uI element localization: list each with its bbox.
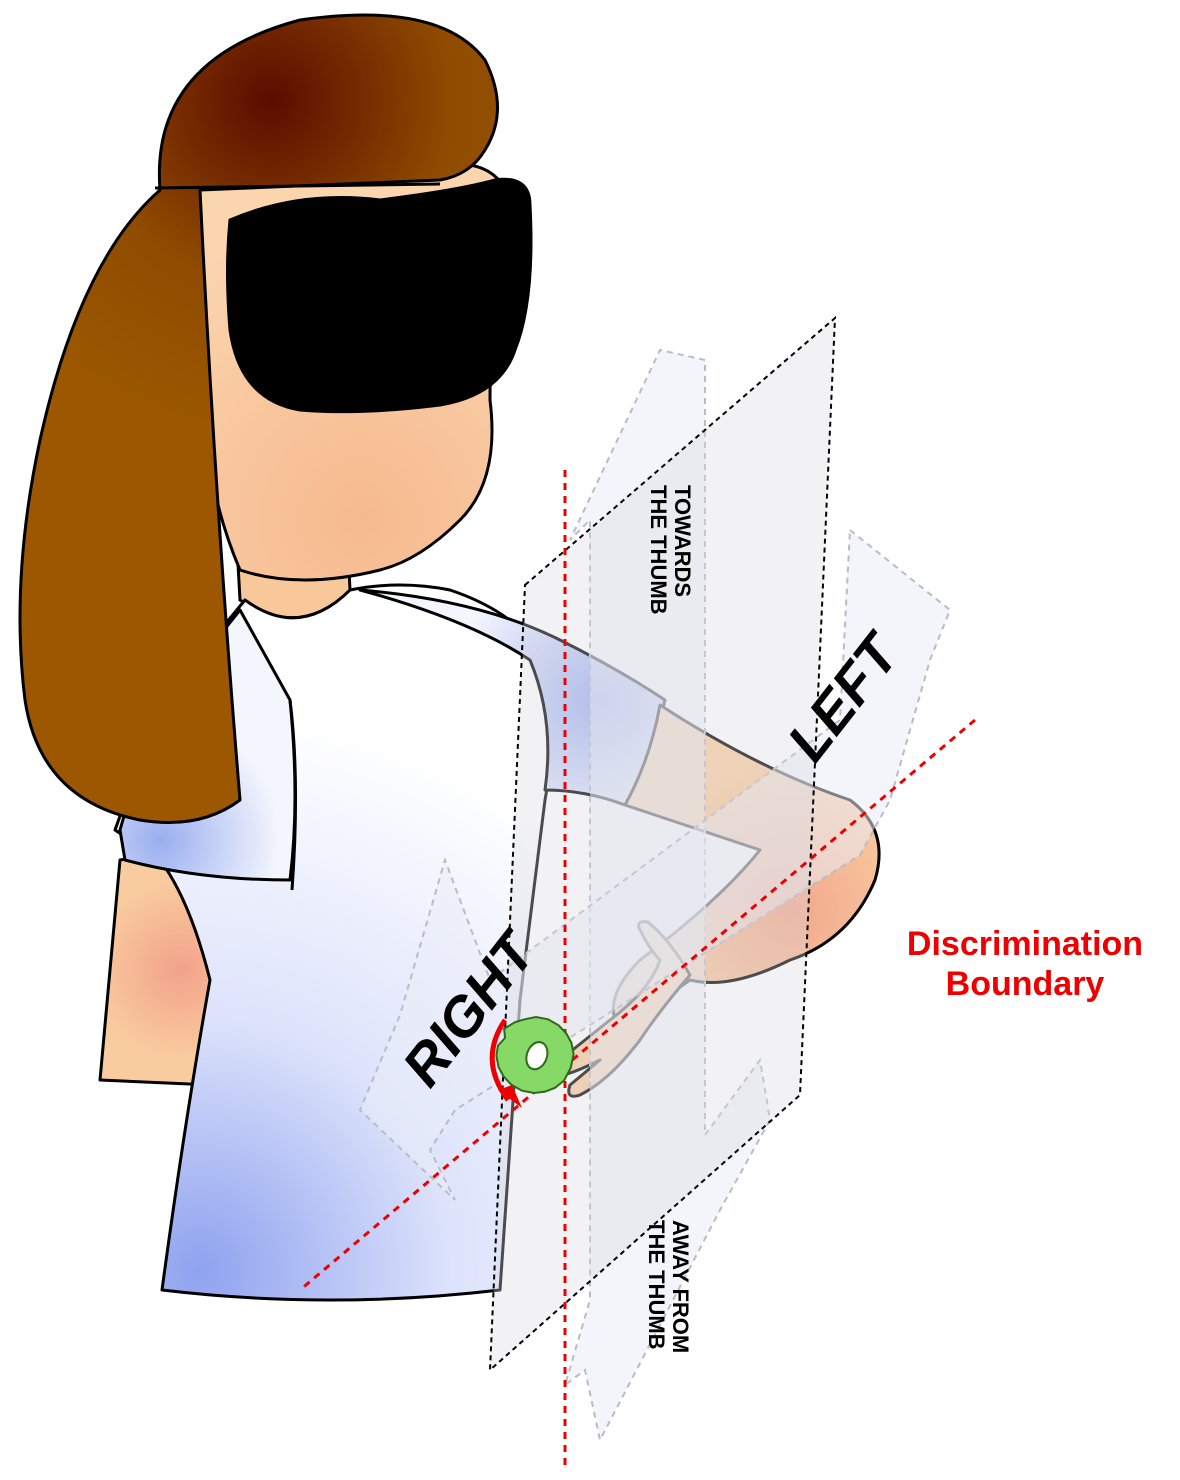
sunglasses [228,179,532,411]
label-towards-line1: TOWARDS [670,485,695,597]
label-away-line2: THE THUMB [644,1220,669,1350]
label-away-line1: AWAY FROM [668,1220,693,1353]
boundary-plane [490,318,835,1370]
label-boundary-line2: Boundary [946,965,1105,1003]
label-towards-line2: THE THUMB [646,485,671,615]
label-boundary-line1: Discrimination [907,925,1143,963]
label-towards-thumb: TOWARDS THE THUMB [646,485,695,615]
label-away-thumb: AWAY FROM THE THUMB [644,1220,693,1353]
